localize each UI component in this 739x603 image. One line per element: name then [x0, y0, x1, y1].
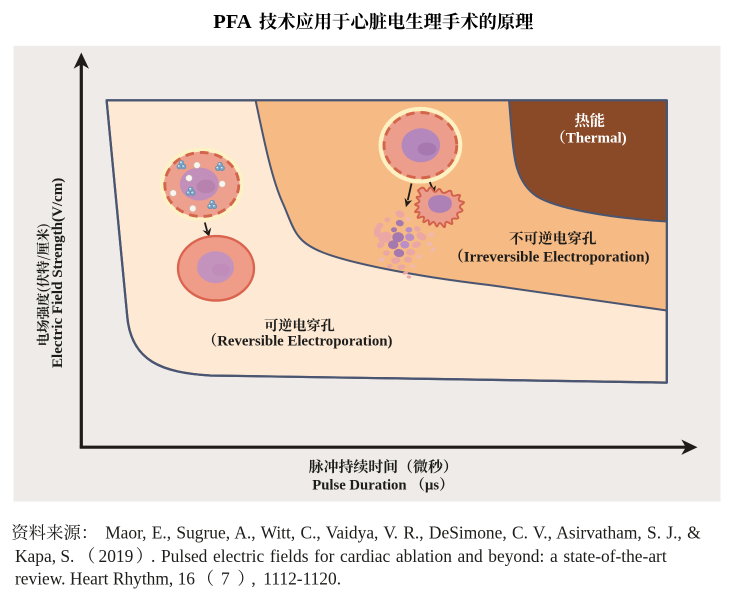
- svg-text:Electric Field Strength(V/cm): Electric Field Strength(V/cm): [50, 178, 66, 368]
- svg-text:PFA: PFA: [213, 11, 252, 33]
- svg-text:7: 7: [221, 568, 230, 588]
- svg-text:μs: μs: [425, 478, 439, 494]
- svg-text:review. Heart Rhythm, 16: review. Heart Rhythm, 16: [15, 568, 195, 588]
- svg-text:Maor, E., Sugrue, A., Witt, C.: Maor, E., Sugrue, A., Witt, C., Vaidya, …: [105, 523, 701, 543]
- svg-text:, 1112-1120.: , 1112-1120.: [251, 568, 341, 588]
- svg-text:Pulse Duration: Pulse Duration: [312, 478, 406, 494]
- svg-text:. Pulsed electric fields for c: . Pulsed electric fields for cardiac abl…: [151, 546, 667, 566]
- svg-text:Thermal): Thermal): [566, 131, 627, 147]
- svg-text:2019: 2019: [99, 546, 134, 566]
- svg-text:Reversible Electroporation): Reversible Electroporation): [217, 333, 392, 349]
- svg-text:Irreversible Electroporation): Irreversible Electroporation): [464, 249, 650, 265]
- svg-text:Kapa, S.: Kapa, S.: [15, 546, 74, 566]
